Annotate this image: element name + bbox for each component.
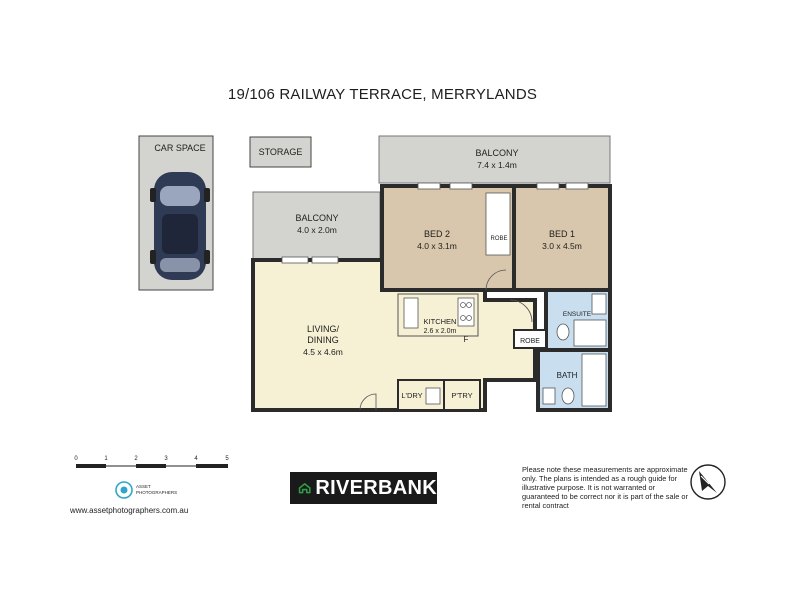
- robe-bed2-label: ROBE: [490, 236, 507, 242]
- brand-name: RIVERBANK: [315, 476, 437, 499]
- kitchen-name: KITCHEN: [424, 317, 457, 326]
- photographer-website[interactable]: www.assetphotographers.com.au: [70, 506, 189, 515]
- scale-tick-1: 1: [104, 456, 108, 462]
- house-icon: [298, 483, 311, 494]
- storage-label: STORAGE: [259, 147, 303, 157]
- bath-label: BATH: [557, 371, 578, 380]
- ensuite-toilet-icon: [556, 323, 570, 341]
- bed-1: BED 1 3.0 x 4.5m: [512, 184, 612, 292]
- bed2-size: 4.0 x 3.1m: [417, 241, 457, 251]
- pantry-label: P'TRY: [451, 391, 472, 400]
- robe-bed2: [485, 192, 511, 256]
- windows: [281, 182, 589, 264]
- scale-bar: 0 1 2 3 4 5: [74, 456, 229, 468]
- balcony-left: BALCONY 4.0 x 2.0m: [252, 191, 381, 261]
- car-space-label: CAR SPACE: [154, 143, 205, 153]
- bath-tub-icon: [581, 353, 607, 407]
- bath: BATH: [536, 348, 612, 412]
- kitchen: KITCHEN 2.6 x 2.0m F: [397, 293, 479, 344]
- bed-2: ROBE BED 2 4.0 x 3.1m: [380, 184, 516, 292]
- plan-title: 19/106 RAILWAY TERRACE, MERRYLANDS: [227, 86, 538, 103]
- bed1-name: BED 1: [549, 229, 575, 239]
- photographer-line-2: PHOTOGRAPHERS: [136, 490, 177, 495]
- balcony-left-size: 4.0 x 2.0m: [297, 225, 337, 235]
- ensuite-shower: [573, 319, 607, 347]
- door-swings: [359, 269, 533, 411]
- scale-tick-5: 5: [225, 456, 229, 462]
- bath-toilet-icon: [561, 387, 575, 405]
- brand-logo: RIVERBANK: [290, 472, 437, 504]
- photographer-logo-icon: [115, 481, 133, 499]
- living-size: 4.5 x 4.6m: [303, 347, 343, 357]
- ensuite-label: ENSUITE: [563, 311, 592, 318]
- scale-tick-4: 4: [194, 456, 198, 462]
- disclaimer-text: Please note these measurements are appro…: [522, 465, 688, 510]
- storage: STORAGE: [249, 136, 312, 168]
- robe-label: ROBE: [520, 338, 540, 345]
- car-icon: [150, 172, 210, 280]
- fridge-label: F: [464, 335, 469, 344]
- car-space: CAR SPACE: [138, 135, 214, 291]
- scale-tick-2: 2: [134, 456, 138, 462]
- living-name-2: DINING: [307, 335, 339, 345]
- bed1-size: 3.0 x 4.5m: [542, 241, 582, 251]
- ensuite-vanity: [591, 293, 607, 315]
- pantry: P'TRY: [443, 379, 481, 411]
- kitchen-size: 2.6 x 2.0m: [424, 328, 457, 335]
- ensuite: ENSUITE: [544, 288, 612, 352]
- sink-icon: [403, 297, 419, 329]
- balcony-top-name: BALCONY: [475, 148, 518, 158]
- laundry: L'DRY: [397, 379, 445, 411]
- robe: ROBE: [513, 329, 547, 349]
- cooktop-icon: [457, 297, 475, 327]
- laundry-label: L'DRY: [401, 391, 422, 400]
- scale-tick-3: 3: [164, 456, 168, 462]
- balcony-left-name: BALCONY: [295, 213, 338, 223]
- living-name-1: LIVING/: [307, 324, 340, 334]
- balcony-top-size: 7.4 x 1.4m: [477, 160, 517, 170]
- compass-icon: [690, 464, 726, 500]
- photographer-line-1: ASSET: [136, 484, 151, 489]
- bath-vanity: [542, 387, 556, 405]
- scale-tick-0: 0: [74, 456, 78, 462]
- bed2-name: BED 2: [424, 229, 450, 239]
- balcony-top: BALCONY 7.4 x 1.4m: [378, 135, 611, 184]
